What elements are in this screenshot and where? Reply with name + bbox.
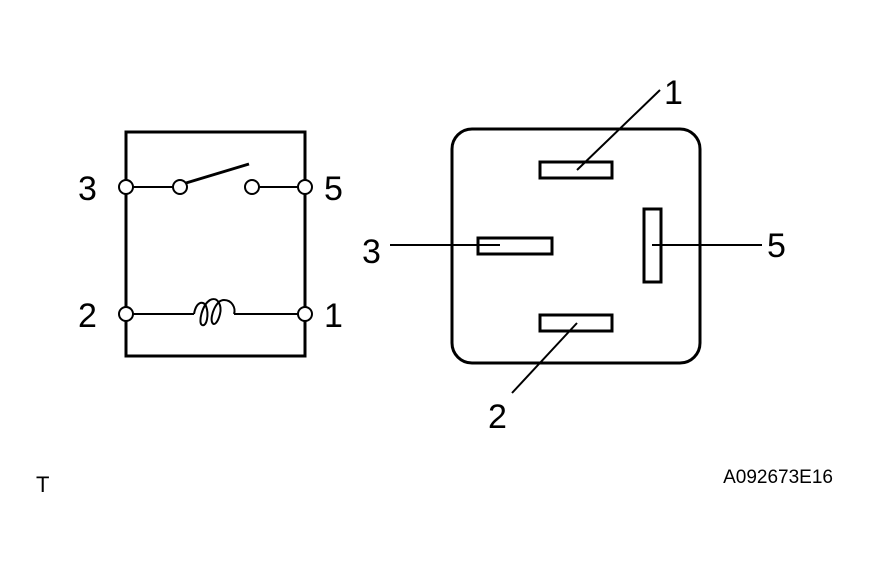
switch-contact [244,179,260,195]
footer-left-mark: T [36,472,49,497]
terminal-5-node [297,179,313,195]
relay-schematic: 3 5 2 1 [78,130,343,358]
coil-icon [193,298,236,327]
connector-label-2: 2 [488,398,507,436]
relay-body-outline [124,130,307,358]
pin-2-slot [538,313,614,333]
terminal-1-node [297,306,313,322]
connector-label-3: 3 [362,233,381,271]
connector-label-5: 5 [767,227,786,265]
connector-label-1: 1 [664,74,683,112]
terminal-2-node [118,306,134,322]
terminal-3-node [118,179,134,195]
leader-line-1 [576,89,661,171]
relay-connector-view: 1 3 5 2 [362,74,786,436]
schematic-label-2: 2 [78,297,97,335]
schematic-label-5: 5 [324,170,343,208]
leader-line-2 [511,322,578,394]
schematic-label-3: 3 [78,170,97,208]
schematic-label-1: 1 [324,297,343,335]
figure-code: A092673E16 [723,467,833,488]
switch-pivot [172,179,188,195]
switch-blade [185,162,250,185]
pin-1-slot [538,160,614,180]
